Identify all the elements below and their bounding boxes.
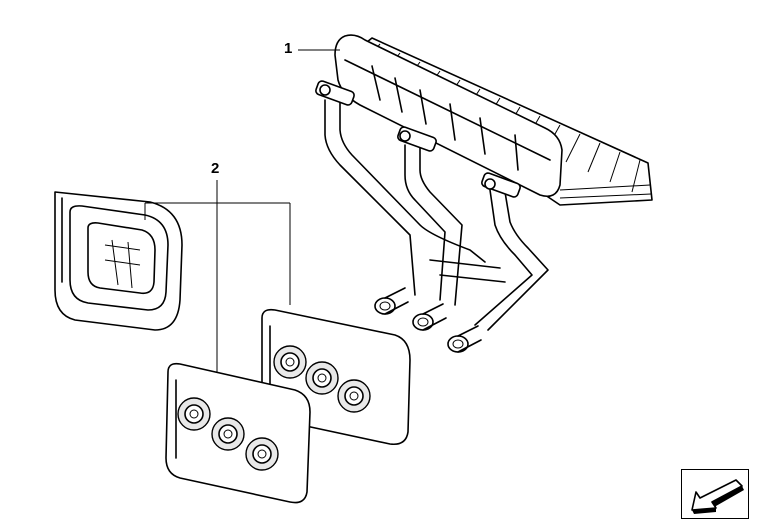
heater-core xyxy=(315,34,653,353)
seal-front xyxy=(165,362,311,504)
arrow-icon xyxy=(691,479,744,514)
fin-hatching xyxy=(364,43,652,199)
callout-1: 1 xyxy=(284,40,293,57)
seal-large xyxy=(54,191,183,331)
pipe-end-2 xyxy=(412,303,447,331)
pipe-end-1 xyxy=(374,287,409,315)
callout-2: 2 xyxy=(211,160,220,177)
leader-lines xyxy=(144,49,340,372)
seal-set xyxy=(54,191,411,504)
pipe-end-3 xyxy=(447,325,482,353)
corner-nav-box xyxy=(681,469,749,519)
